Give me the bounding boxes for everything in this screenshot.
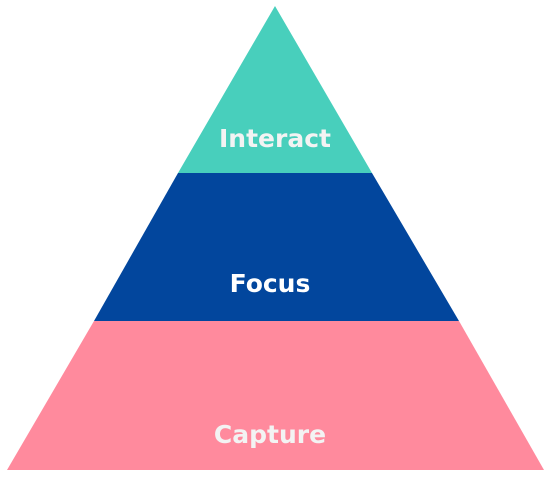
tier-focus-label: Focus [230,269,311,298]
tier-interact-label: Interact [219,124,331,153]
tier-capture-label: Capture [214,420,326,449]
tier-capture-shape [7,321,544,470]
tier-interact-shape [178,6,372,173]
tier-focus-shape [94,173,459,321]
